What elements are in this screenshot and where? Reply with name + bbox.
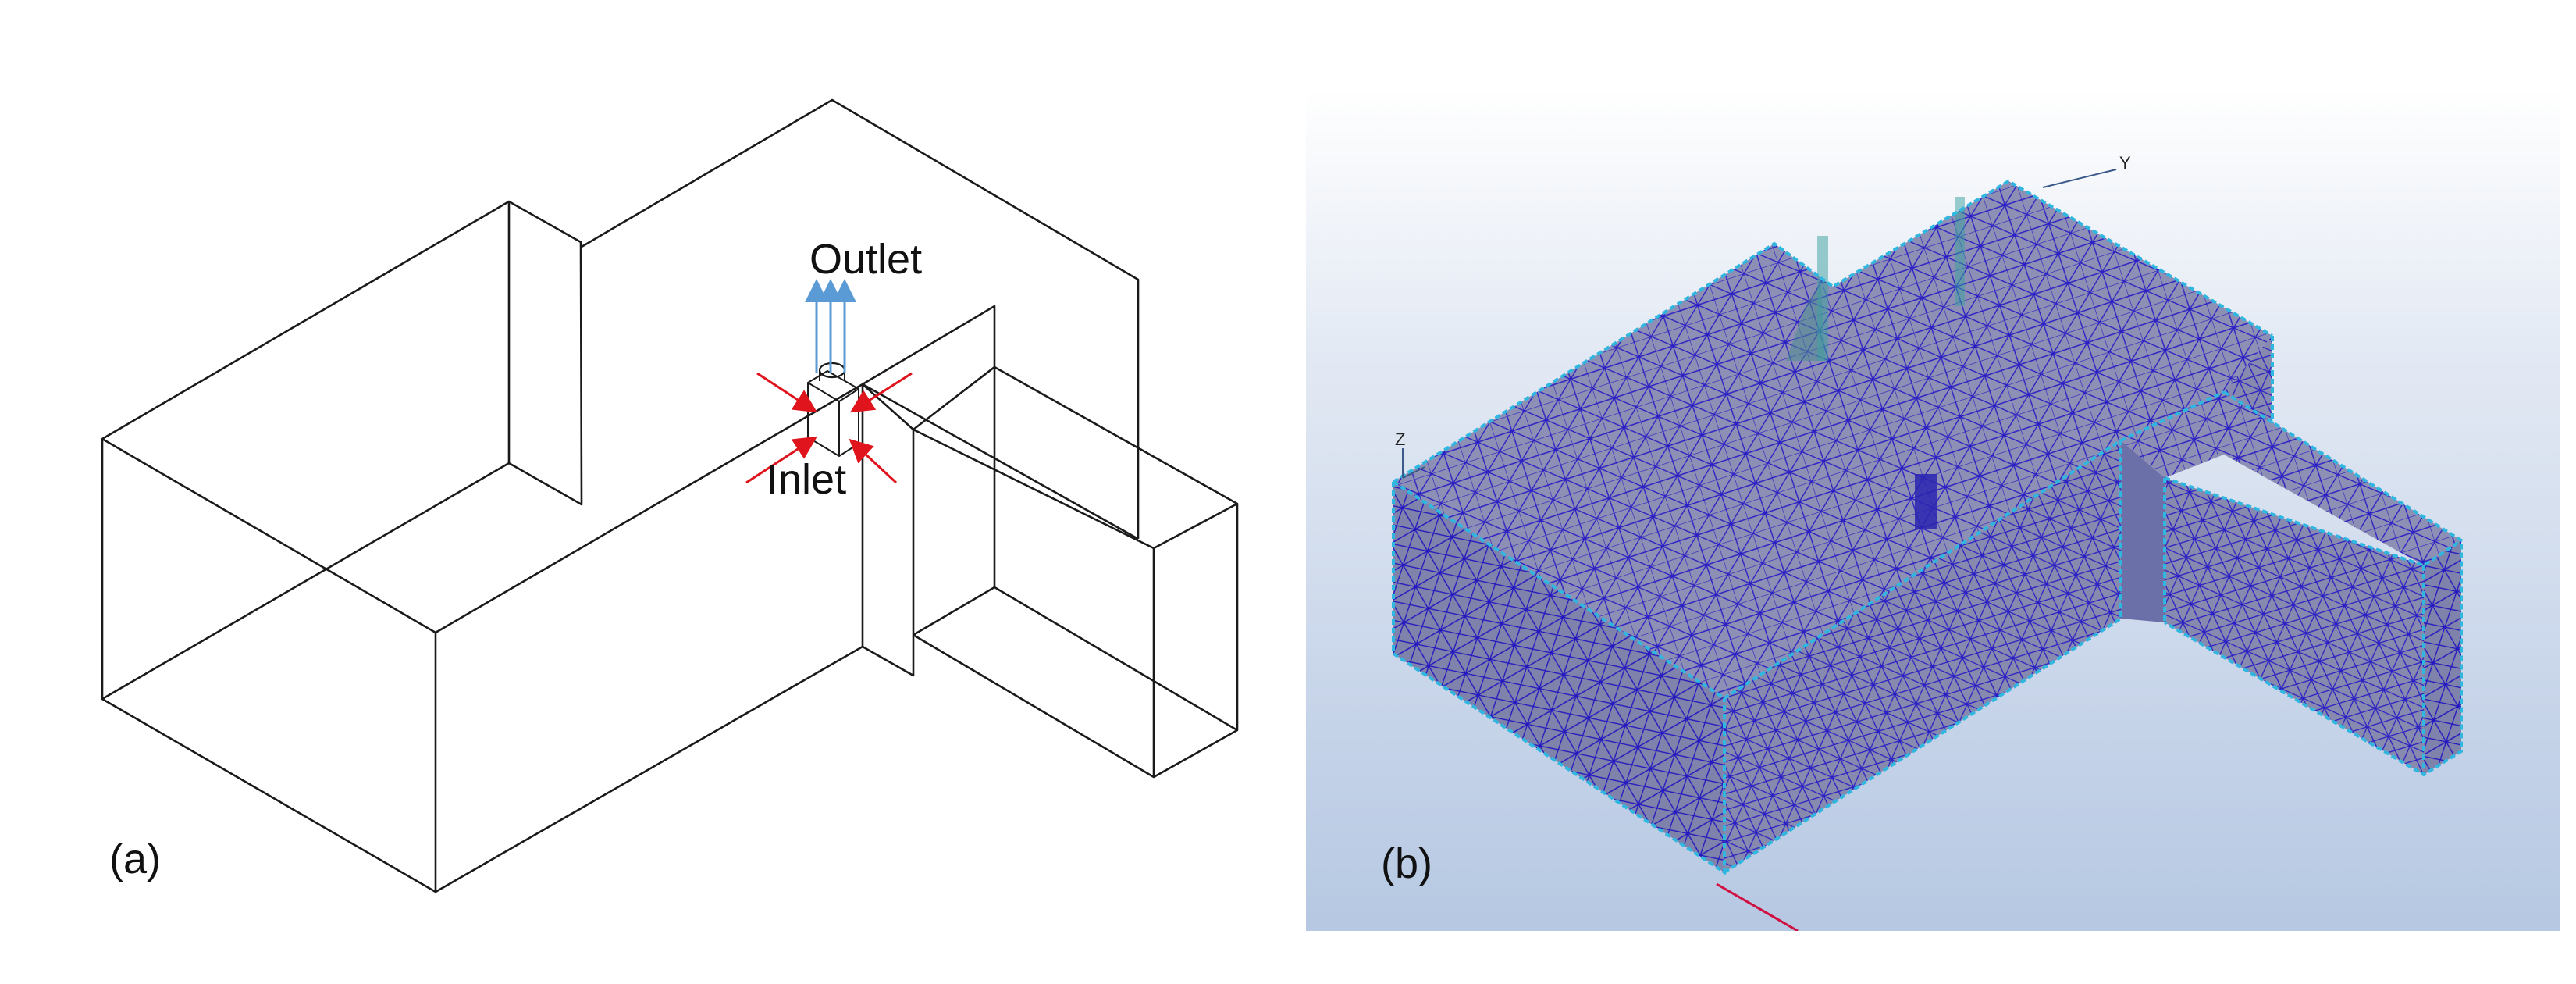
wireframe-panel: Outlet Inlet (a): [101, 98, 1239, 893]
inlet-label: Inlet: [767, 456, 846, 503]
outlet-label: Outlet: [809, 236, 922, 283]
panel-b-tag: (b): [1381, 840, 1432, 887]
axis-y-label: Y: [2119, 153, 2131, 173]
axis-x-line: [1716, 882, 1799, 931]
outlet-arrows: [805, 279, 856, 373]
panel-a-tag: (a): [109, 836, 161, 882]
mesh-body: [1393, 181, 2461, 872]
mesh-panel: Z Y (b): [1306, 87, 2560, 931]
room-wireframe: [101, 98, 1239, 893]
mesh-figure: Z Y (b): [1381, 153, 2463, 931]
axis-z-label: Z: [1395, 430, 1405, 449]
vent-device: [807, 362, 859, 457]
axis-triad-left: Z: [1395, 430, 1425, 479]
wireframe-figure: Outlet Inlet (a): [101, 98, 1239, 893]
inlet-arrows: [745, 372, 913, 484]
axis-triad-top: Y: [2042, 153, 2131, 188]
mesh-edges: [1392, 179, 2463, 875]
